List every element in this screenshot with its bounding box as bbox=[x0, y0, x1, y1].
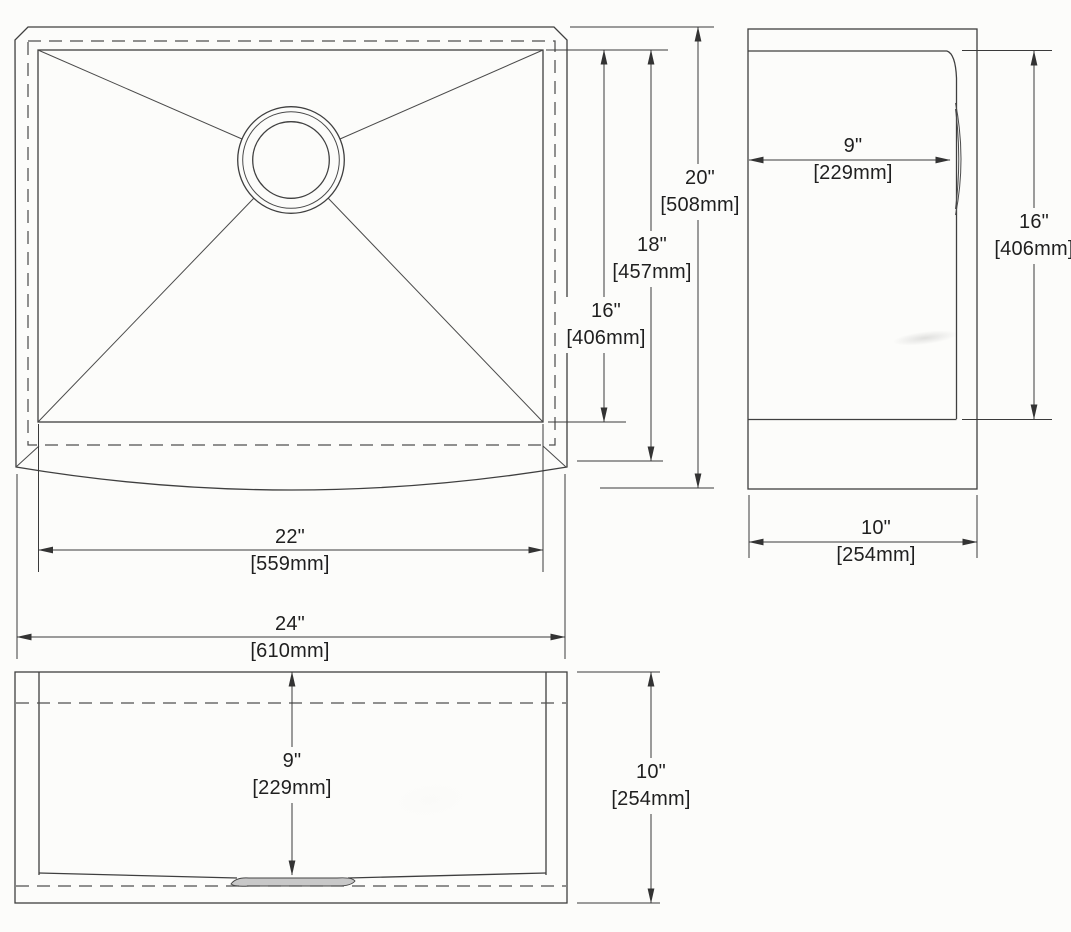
dim-label-plan-16: 16" [406mm] bbox=[562, 297, 650, 353]
plan-view bbox=[14, 26, 714, 659]
dim-label-side-16: 16" [406mm] bbox=[990, 208, 1071, 264]
dim-label-plan-20: 20" [508mm] bbox=[656, 164, 744, 220]
plan-rim-hidden-line bbox=[27, 40, 556, 446]
dim-value-inches: 16" bbox=[591, 300, 621, 322]
front-view bbox=[14, 671, 660, 904]
plan-drain-inner-circle bbox=[252, 121, 330, 199]
dim-value-inches: 24" bbox=[275, 613, 305, 635]
dim-value-inches: 10" bbox=[861, 517, 891, 539]
plan-apron-corner-right bbox=[542, 445, 567, 468]
dim-value-mm: [559mm] bbox=[250, 553, 330, 575]
dim-label-plan-24: 24" [610mm] bbox=[250, 611, 329, 665]
dim-value-mm: [229mm] bbox=[252, 777, 332, 799]
dim-label-front-10: 10" [254mm] bbox=[607, 758, 695, 814]
dim-label-plan-22: 22" [559mm] bbox=[250, 524, 329, 578]
dim-value-inches: 16" bbox=[1019, 211, 1049, 233]
front-drain-recess bbox=[230, 877, 356, 887]
side-apron-bulge-outer bbox=[955, 102, 962, 216]
dim-value-mm: [508mm] bbox=[660, 194, 740, 216]
dim-value-mm: [610mm] bbox=[250, 640, 330, 662]
side-view bbox=[747, 28, 1052, 558]
dim-value-inches: 18" bbox=[637, 234, 667, 256]
dim-value-inches: 9" bbox=[843, 135, 863, 157]
dim-label-side-10: 10" [254mm] bbox=[836, 515, 915, 569]
side-apron-inner-profile bbox=[946, 50, 958, 419]
dim-value-inches: 20" bbox=[685, 167, 715, 189]
plan-slope-line-top-left bbox=[37, 49, 243, 140]
side-apron-bulge-inner bbox=[955, 108, 960, 210]
plan-outer-outline bbox=[14, 26, 568, 491]
plan-apron-corner-left bbox=[15, 445, 40, 468]
dim-value-mm: [254mm] bbox=[611, 788, 691, 810]
plan-slope-line-bottom-left bbox=[37, 197, 255, 423]
dim-label-side-9: 9" [229mm] bbox=[813, 133, 892, 187]
dim-value-inches: 22" bbox=[275, 526, 305, 548]
dim-value-mm: [254mm] bbox=[836, 544, 916, 566]
plan-slope-line-bottom-right bbox=[327, 197, 544, 423]
dim-label-plan-18: 18" [457mm] bbox=[608, 231, 696, 287]
plan-slope-line-top-right bbox=[339, 49, 544, 140]
front-bowl-bottom-left bbox=[38, 872, 238, 879]
side-outer-outline bbox=[747, 28, 978, 490]
dim-value-mm: [457mm] bbox=[612, 261, 692, 283]
front-bowl-bottom-right bbox=[347, 872, 547, 879]
plan-drain-outer-circle bbox=[237, 106, 345, 214]
dim-value-mm: [229mm] bbox=[813, 162, 893, 184]
dim-value-inches: 10" bbox=[636, 761, 666, 783]
plan-drain-middle-circle bbox=[242, 111, 340, 209]
dim-label-front-9: 9" [229mm] bbox=[248, 747, 336, 803]
dim-value-mm: [406mm] bbox=[994, 238, 1071, 260]
dim-value-mm: [406mm] bbox=[566, 327, 646, 349]
plan-bowl-outline bbox=[37, 49, 544, 423]
dim-value-inches: 9" bbox=[282, 750, 302, 772]
